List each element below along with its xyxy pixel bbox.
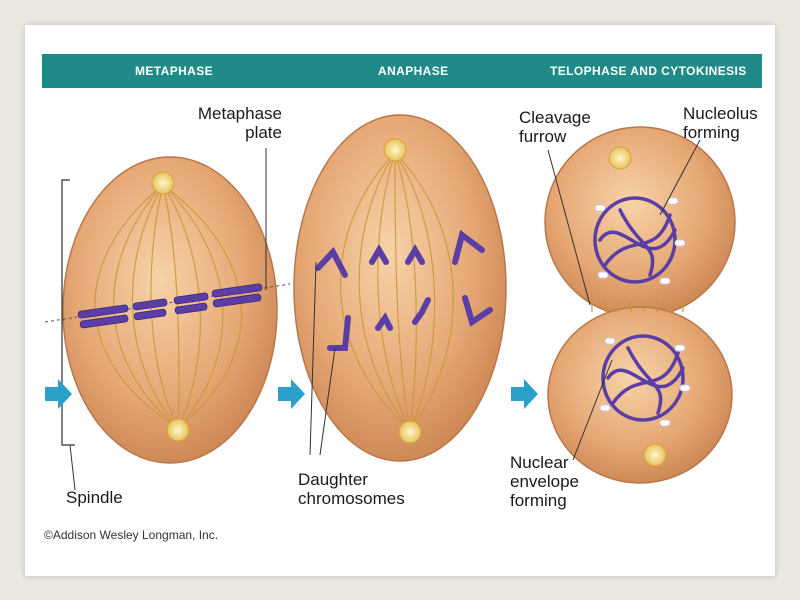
anaphase-cell [294,115,506,461]
spindle-label: Spindle [66,488,123,507]
daughter-chromosomes-label: Daughter chromosomes [298,470,405,508]
spindle-leader-line [70,445,75,490]
cleavage-furrow-label: Cleavage furrow [519,108,591,146]
nucleolus-forming-label: Nucleolus forming [683,104,758,142]
arrow-2-icon [278,379,305,409]
arrow-1-icon [45,379,72,409]
arrow-3-icon [511,379,538,409]
metaphase-cell [45,157,290,463]
metaphase-plate-label: Metaphase plate [192,104,282,142]
copyright-credit: ©Addison Wesley Longman, Inc. [44,528,218,542]
telophase-cells [545,127,735,483]
nuclear-envelope-forming-label: Nuclear envelope forming [510,453,579,510]
